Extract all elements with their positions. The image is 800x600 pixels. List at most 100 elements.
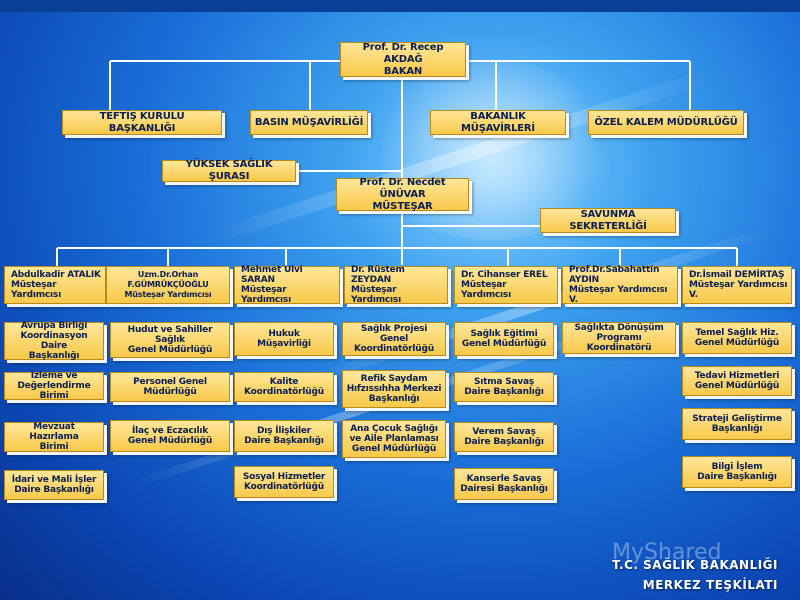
unit-line: Daire Başkanlığı	[697, 472, 777, 482]
deputy-title: Müsteşar Yardımcısı	[461, 280, 511, 300]
ozel-kalem-label: ÖZEL KALEM MÜDÜRLÜĞÜ	[594, 116, 738, 128]
unit-line: Genel Müdürlüğü	[351, 444, 437, 454]
deputy-demirtas: Dr.İsmail DEMİRTAŞ Müsteşar Yardımcısı V…	[682, 266, 792, 304]
unit-line: Kalite	[269, 377, 299, 387]
unit-line: Genel Müdürlüğü	[127, 345, 213, 355]
unit-line: Sağlık Eğitimi	[470, 329, 538, 339]
unit-box: Sosyal Hizmetler Koordinatörlüğü	[234, 466, 334, 498]
teftis-box: TEFTİŞ KURULU BAŞKANLIĞI	[62, 110, 222, 135]
unit-line: Müdürlüğü	[143, 387, 197, 397]
footer-line2: MERKEZ TEŞKİLATI	[642, 578, 778, 592]
unit-line: Koordinasyon Daire	[20, 331, 88, 351]
deputy-title: Müsteşar Yardımcısı V.	[569, 285, 668, 305]
unit-line: Sıtma Savaş	[473, 377, 535, 387]
unit-line: Sağlık Projesi Genel	[360, 324, 428, 344]
minister-name: Prof. Dr. Recep AKDAĞ	[362, 41, 444, 65]
unit-line: Temel Sağlık Hiz.	[695, 328, 779, 338]
teftis-label: TEFTİŞ KURULU BAŞKANLIĞI	[99, 110, 185, 134]
unit-line: Sosyal Hizmetler	[242, 472, 326, 482]
unit-box: Hudut ve Sahiller Sağlık Genel Müdürlüğü	[110, 322, 230, 358]
deputy-saran: Mehmet Ulvi SARAN Müsteşar Yardımcısı	[234, 265, 340, 305]
minister-title: BAKAN	[383, 65, 423, 77]
deputy-erel: Dr. Cihanser EREL Müsteşar Yardımcısı	[454, 266, 558, 304]
unit-box: İdari ve Mali İşler Daire Başkanlığı	[4, 470, 104, 500]
unit-line: Verem Savaş	[472, 427, 536, 437]
unit-line: Koordinatörlüğü	[244, 387, 324, 397]
unit-box: Strateji Geliştirme Başkanlığı	[682, 408, 792, 440]
deputy-zeydan: Dr. Rüstem ZEYDAN Müsteşar Yardımcısı	[344, 265, 448, 305]
unit-line: Koordinatörlüğü	[354, 344, 434, 354]
watermark: MyShared	[612, 540, 722, 565]
deputy-gumrukcuoglu: Uzm.Dr.Orhan F.GÜMRÜKÇÜOĞLU Müsteşar Yar…	[106, 266, 230, 304]
unit-box: Sağlık Eğitimi Genel Müdürlüğü	[454, 322, 554, 356]
unit-box: Temel Sağlık Hiz. Genel Müdürlüğü	[682, 322, 792, 354]
unit-line: Müşavirliği	[257, 339, 311, 349]
deputy-title: Müsteşar Yardımcısı V.	[689, 280, 788, 300]
unit-box: Mevzuat Hazırlama Birimi	[4, 422, 104, 452]
unit-line: ve Aile Planlaması	[349, 434, 439, 444]
unit-box: Sıtma Savaş Daire Başkanlığı	[454, 372, 554, 402]
unit-line: Sağlıkta Dönüşüm	[574, 323, 664, 333]
unit-line: Başkanlığı	[711, 424, 763, 434]
unit-line: Refik Saydam	[360, 374, 428, 384]
unit-line: Hıfzıssıhha Merkezi	[346, 384, 442, 394]
unit-line: Genel Müdürlüğü	[127, 436, 213, 446]
basin-box: BASIN MÜŞAVİRLİĞİ	[250, 110, 368, 135]
minister-box: Prof. Dr. Recep AKDAĞ BAKAN	[340, 42, 466, 77]
deputy-name: Uzm.Dr.Orhan F.GÜMRÜKÇÜOĞLU	[127, 270, 209, 289]
unit-line: Koordinatörlüğü	[244, 482, 324, 492]
deputy-title: Müsteşar Yardımcısı	[11, 280, 61, 300]
unit-line: İdari ve Mali İşler	[11, 475, 97, 485]
unit-line: Dış İlişkiler	[256, 426, 312, 436]
unit-line: Dairesi Başkanlığı	[460, 484, 548, 494]
unit-box: Avrupa Birliği Koordinasyon Daire Başkan…	[4, 321, 104, 361]
unit-box: Kalite Koordinatörlüğü	[234, 372, 334, 402]
deputy-title: Müsteşar Yardımcısı	[124, 290, 212, 299]
bakanlik-musavirleri-box: BAKANLIK MÜŞAVİRLERİ	[430, 110, 566, 135]
unit-box: İlaç ve Eczacılık Genel Müdürlüğü	[110, 420, 230, 452]
basin-label: BASIN MÜŞAVİRLİĞİ	[254, 116, 364, 128]
unit-line: İzleme ve	[30, 371, 78, 381]
unit-line: Avrupa Birliği	[20, 321, 88, 331]
yuksek-saglik-box: YÜKSEK SAĞLIK ŞURASI	[162, 159, 296, 182]
unit-line: Genel Müdürlüğü	[461, 339, 547, 349]
unit-line: Bilgi İşlem	[711, 462, 763, 472]
unit-line: Strateji Geliştirme	[692, 414, 782, 424]
deputy-atalik: Abdulkadir ATALIK Müsteşar Yardımcısı	[4, 266, 106, 304]
footer-line1: T.C. SAĞLIK BAKANLIĞI	[612, 558, 778, 572]
unit-line: Başkanlığı	[368, 394, 420, 404]
deputy-name: Prof.Dr.Sabahattin AYDIN	[569, 265, 660, 285]
unit-line: Personel Genel	[133, 377, 207, 387]
deputy-aydin: Prof.Dr.Sabahattin AYDIN Müsteşar Yardım…	[562, 265, 678, 305]
unit-box: Refik Saydam Hıfzıssıhha Merkezi Başkanl…	[342, 370, 446, 408]
unit-line: Genel Müdürlüğü	[694, 381, 780, 391]
deputy-title: Müsteşar Yardımcısı	[351, 285, 401, 305]
unit-line: Kanserle Savaş	[466, 474, 542, 484]
yuksek-saglik-label: YÜKSEK SAĞLIK ŞURASI	[185, 159, 273, 182]
unit-line: Ana Çocuk Sağlığı	[350, 424, 438, 434]
unit-line: Hudut ve Sahiller Sağlık	[127, 325, 213, 345]
unit-box: Bilgi İşlem Daire Başkanlığı	[682, 456, 792, 488]
ozel-kalem-box: ÖZEL KALEM MÜDÜRLÜĞÜ	[588, 110, 744, 135]
top-bar	[0, 0, 800, 12]
unit-line: Mevzuat Hazırlama	[29, 422, 79, 442]
savunma-label: SAVUNMA SEKRETERLİĞİ	[569, 208, 647, 232]
unit-box: İzleme ve Değerlendirme Birimi	[4, 371, 104, 401]
unit-box: Dış İlişkiler Daire Başkanlığı	[234, 420, 334, 452]
unit-box: Kanserle Savaş Dairesi Başkanlığı	[454, 468, 554, 500]
unit-box: Personel Genel Müdürlüğü	[110, 372, 230, 402]
deputy-name: Mehmet Ulvi SARAN	[241, 265, 303, 285]
deputy-name: Dr. Cihanser EREL	[461, 270, 548, 280]
unit-box: Ana Çocuk Sağlığı ve Aile Planlaması Gen…	[342, 420, 446, 458]
deputy-title: Müsteşar Yardımcısı	[241, 285, 291, 305]
deputy-name: Dr.İsmail DEMİRTAŞ	[689, 270, 785, 280]
unit-line: Birimi	[39, 442, 69, 452]
unit-line: Programı Koordinatörü	[586, 333, 652, 353]
unit-line: Tedavi Hizmetleri	[694, 371, 780, 381]
unit-line: Daire Başkanlığı	[14, 485, 94, 495]
mustesar-box: Prof. Dr. Necdet ÜNÜVAR MÜSTEŞAR	[336, 176, 469, 212]
unit-box: Sağlıkta Dönüşüm Programı Koordinatörü	[562, 322, 676, 354]
mustesar-name: Prof. Dr. Necdet ÜNÜVAR	[359, 176, 446, 200]
mustesar-title: MÜSTEŞAR	[372, 200, 433, 212]
